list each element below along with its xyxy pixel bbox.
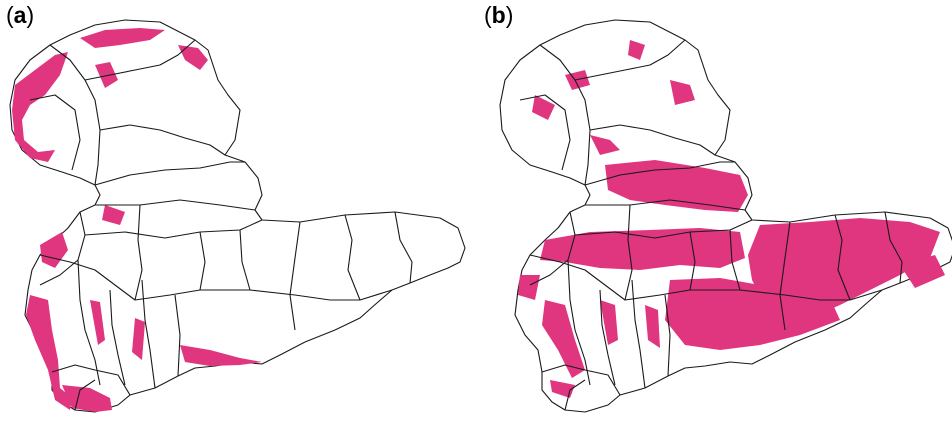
basin-outline-a — [9, 19, 466, 413]
highlight-areas-b — [518, 40, 945, 398]
map-panel-a — [9, 19, 466, 413]
panel-label-a: (a) — [6, 2, 35, 28]
map-panel-b — [499, 19, 952, 413]
highlight-areas-a — [12, 28, 262, 412]
panel-label-b: (b) — [484, 2, 514, 28]
